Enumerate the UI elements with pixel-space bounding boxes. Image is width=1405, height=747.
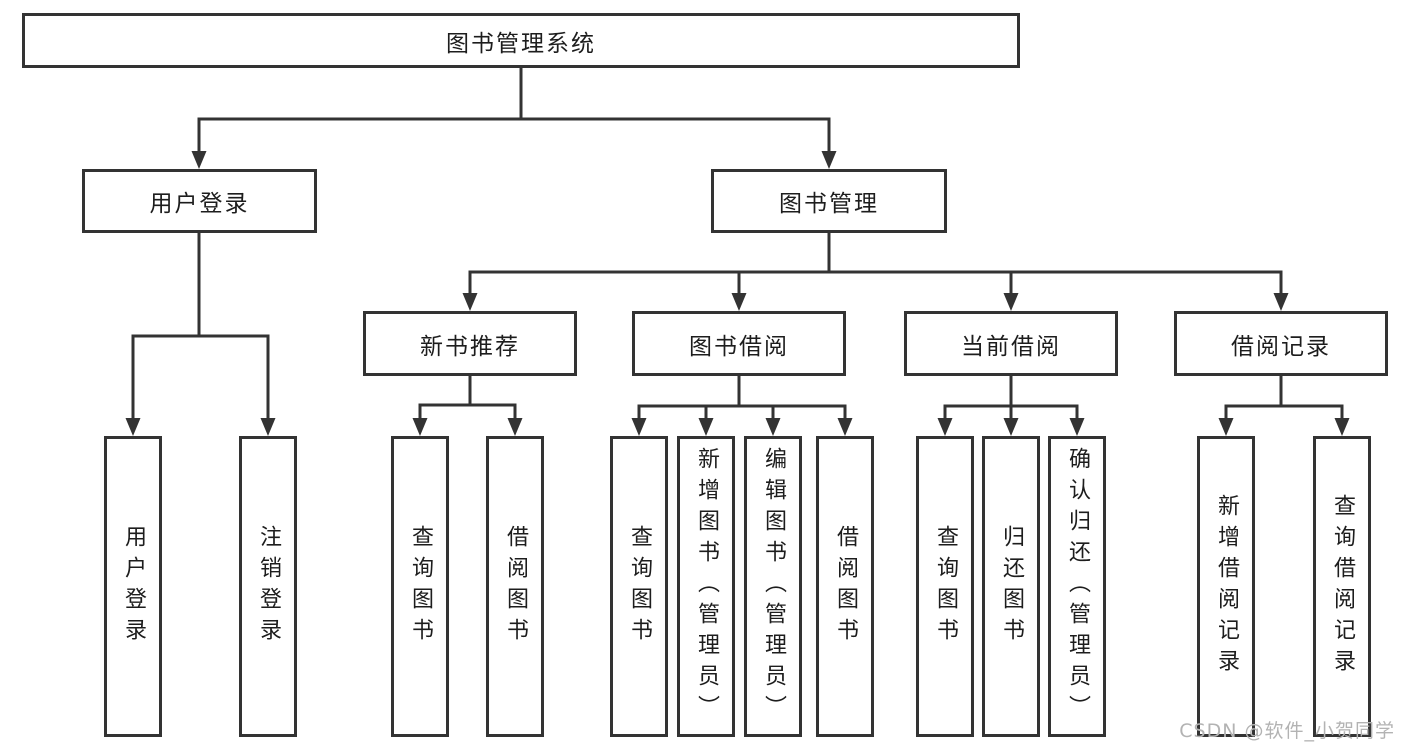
- leaf-borrow-books-2: 借阅图书: [816, 436, 874, 737]
- node-label: 图书管理系统: [446, 30, 596, 57]
- node-label: 图书管理: [779, 191, 879, 217]
- leaf-query-books-3: 查询图书: [916, 436, 974, 737]
- node-label: 归还图书: [999, 524, 1024, 649]
- node-label: 借阅记录: [1231, 333, 1331, 360]
- node-label: 用户登录: [121, 524, 146, 649]
- leaf-confirm-return-admin: 确认归还（管理员）: [1048, 436, 1106, 737]
- node-label: 新书推荐: [420, 333, 520, 360]
- node-label: 注销登录: [256, 524, 281, 649]
- leaf-user-login: 用户登录: [104, 436, 162, 737]
- node-user-login-branch: 用户登录: [82, 169, 317, 233]
- node-label: 查询图书: [933, 524, 958, 649]
- node-label: 查询图书: [408, 524, 433, 649]
- node-label: 借阅图书: [833, 524, 858, 649]
- leaf-return-books: 归还图书: [982, 436, 1040, 737]
- node-borrowing-records: 借阅记录: [1174, 311, 1388, 376]
- node-label: 图书借阅: [689, 333, 789, 360]
- node-label: 用户登录: [149, 191, 250, 217]
- leaf-query-books-2: 查询图书: [610, 436, 668, 737]
- node-label: 确认归还（管理员）: [1065, 447, 1090, 726]
- leaf-borrow-books-1: 借阅图书: [486, 436, 544, 737]
- node-label: 查询图书: [627, 524, 652, 649]
- node-label: 新增借阅记录: [1214, 493, 1239, 680]
- csdn-watermark: CSDN @软件_小贺同学: [1179, 720, 1395, 742]
- leaf-query-borrow-record: 查询借阅记录: [1313, 436, 1371, 737]
- node-current-borrowing: 当前借阅: [904, 311, 1118, 376]
- node-label: 查询借阅记录: [1330, 493, 1355, 680]
- node-new-book-recommendation: 新书推荐: [363, 311, 577, 376]
- node-book-management-branch: 图书管理: [711, 169, 947, 233]
- node-label: 当前借阅: [961, 333, 1061, 360]
- node-label: 编辑图书（管理员）: [761, 447, 786, 726]
- node-book-borrowing: 图书借阅: [632, 311, 846, 376]
- node-label: 新增图书（管理员）: [694, 447, 719, 726]
- leaf-logout: 注销登录: [239, 436, 297, 737]
- node-library-management-system: 图书管理系统: [22, 13, 1020, 68]
- leaf-add-borrow-record: 新增借阅记录: [1197, 436, 1255, 737]
- leaf-edit-books-admin: 编辑图书（管理员）: [744, 436, 802, 737]
- node-label: 借阅图书: [503, 524, 528, 649]
- leaf-add-books-admin: 新增图书（管理员）: [677, 436, 735, 737]
- leaf-query-books-1: 查询图书: [391, 436, 449, 737]
